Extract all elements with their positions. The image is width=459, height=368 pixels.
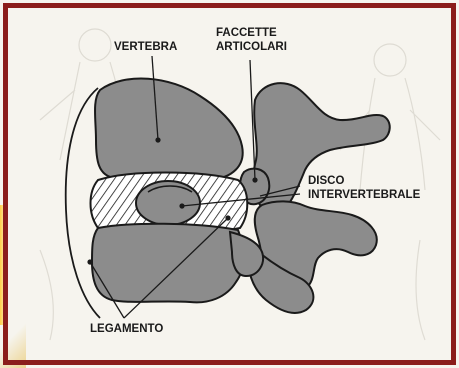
nucleus-pulposus: [136, 181, 200, 225]
upper-vertebra-body: [95, 79, 243, 181]
label-vertebra: VERTEBRA: [114, 41, 177, 53]
label-faccette-line2: ARTICOLARI: [216, 41, 287, 53]
lower-vertebra-body: [92, 224, 244, 303]
label-disco-line2: INTERVERTEBRALE: [308, 189, 421, 201]
label-disco-line1: DISCO: [308, 175, 344, 187]
label-legamento: LEGAMENTO: [90, 323, 163, 335]
label-faccette-line1: FACCETTE: [216, 27, 277, 39]
